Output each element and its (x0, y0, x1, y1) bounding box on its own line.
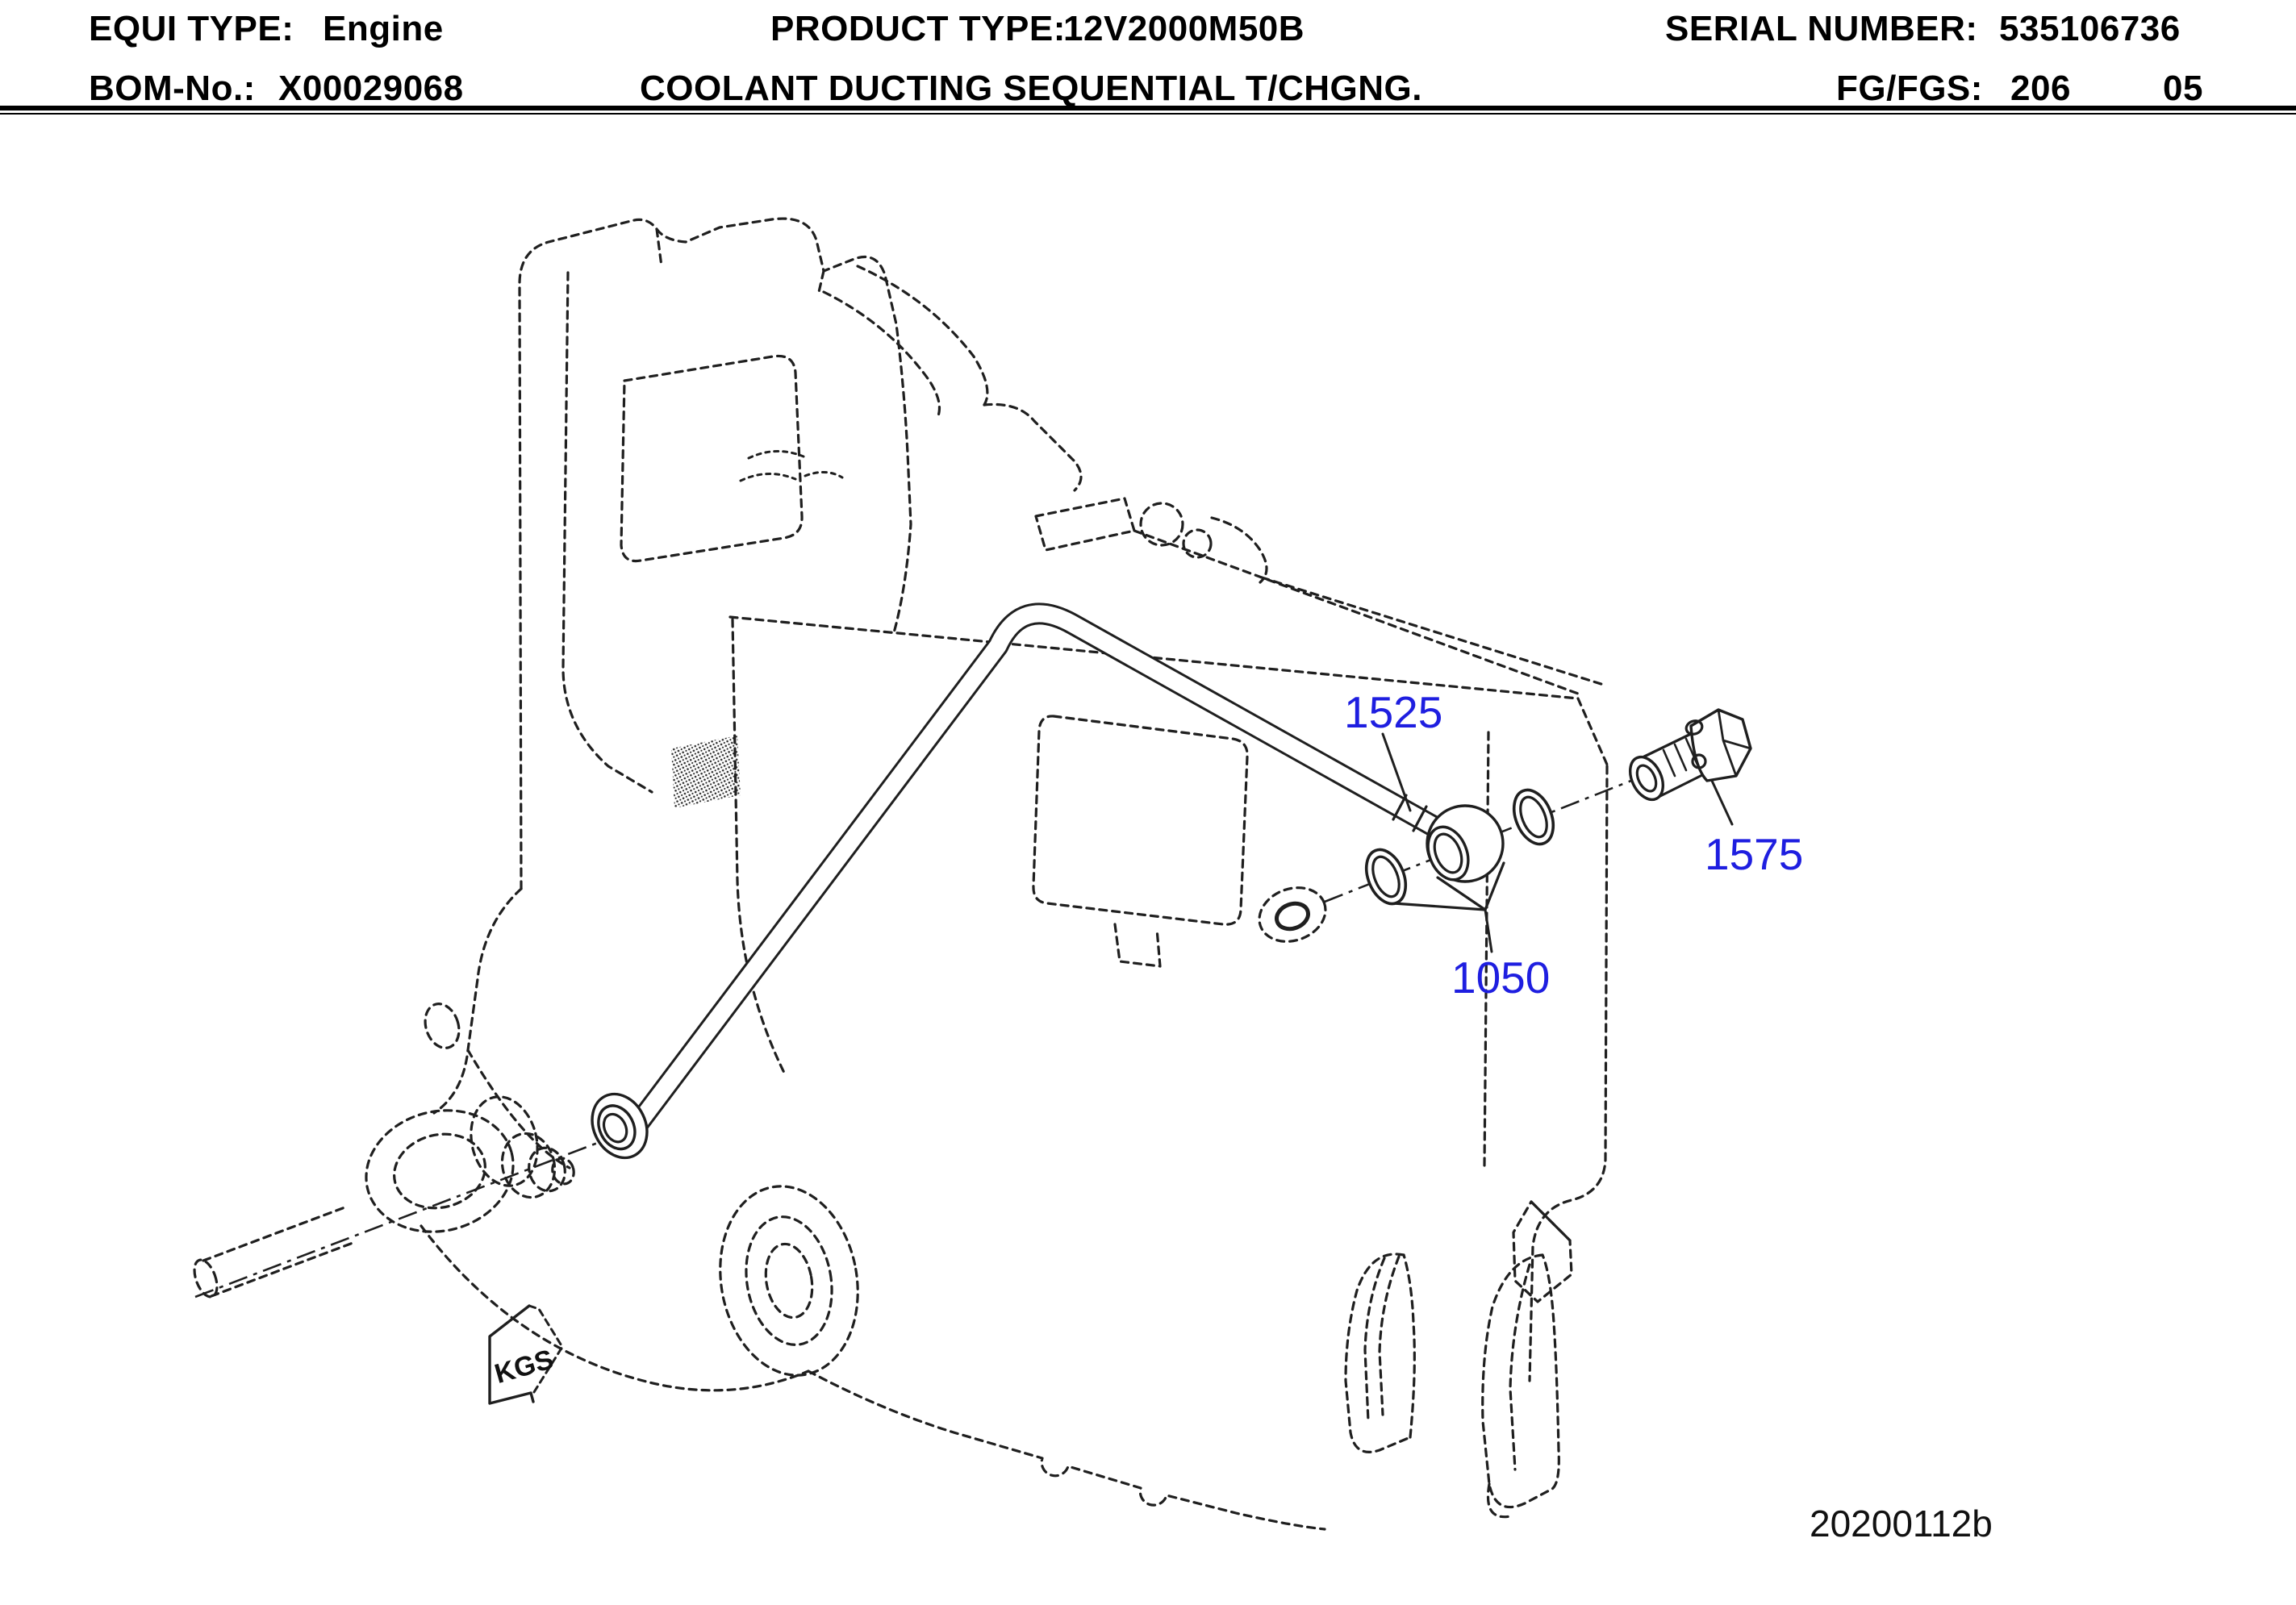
drive-flange-outline (193, 1095, 575, 1299)
pipe-union-nut (591, 1092, 649, 1160)
fg-fgs-label: FG/FGS: (1836, 69, 1983, 108)
bracket-left-arm (1392, 902, 1487, 911)
kgs-flow-arrow: KGS (488, 1304, 564, 1405)
engine-block-outline (728, 529, 1609, 1382)
bom-number-value: X00029068 (278, 69, 464, 108)
shaft-centerline (194, 1121, 651, 1299)
bom-number-label: BOM-No.: (89, 69, 256, 108)
threaded-port-outline (1258, 886, 1327, 943)
leader-1575 (1710, 779, 1734, 826)
banjo-eye (1426, 804, 1505, 883)
product-type-value: 12V2000M50B (1063, 9, 1305, 48)
header-rule-thick (0, 106, 2296, 110)
equi-type-value: Engine (323, 9, 444, 48)
front-cover-outline (420, 1185, 1573, 1531)
fitting-centerline (1324, 776, 1640, 903)
callout-1575: 1575 (1705, 829, 1803, 879)
serial-number-label: SERIAL NUMBER: (1665, 9, 1978, 48)
page-title: COOLANT DUCTING SEQUENTIAL T/CHGNG. (640, 69, 1423, 108)
leader-1525 (1381, 732, 1412, 812)
coolant-pipe (628, 602, 1459, 1134)
header-rule-thin (0, 113, 2296, 115)
gear-case-housing-outline (424, 217, 1268, 1169)
screw-plug (1628, 708, 1752, 802)
leader-1050 (1484, 908, 1493, 953)
fg-fgs-value: 206 (2010, 69, 2071, 108)
callout-1050: 1050 (1451, 953, 1550, 1003)
drawing-code: 20200112b (1810, 1503, 1993, 1545)
product-type-label: PRODUCT TYPE: (770, 9, 1066, 48)
mounting-feet-outline (1344, 1253, 1560, 1519)
fg-sheet-value: 05 (2163, 69, 2203, 108)
hatched-vent-patch (671, 736, 741, 808)
equi-type-label: EQUI TYPE: (89, 9, 294, 48)
o-ring-right (1512, 788, 1555, 846)
o-ring-left (1364, 848, 1408, 906)
callout-1525: 1525 (1344, 687, 1442, 737)
serial-number-value: 535106736 (1999, 9, 2181, 48)
kgs-arrow-label: KGS (491, 1344, 557, 1390)
